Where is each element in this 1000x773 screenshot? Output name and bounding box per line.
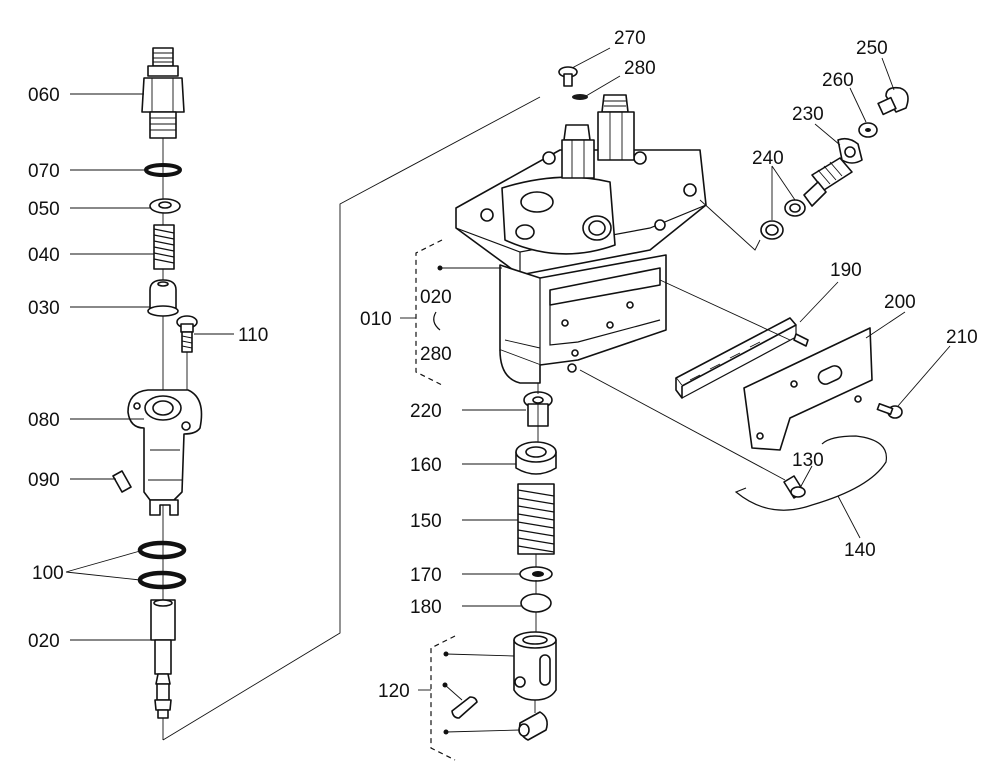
connector-line-screw-130: [579, 369, 786, 481]
label-200: 200: [884, 292, 916, 313]
part-220-plunger-guide: [523, 391, 553, 427]
leader-lines: [65, 47, 951, 691]
label-240: 240: [752, 148, 784, 169]
label-220: 220: [410, 401, 442, 422]
part-250-screw: [877, 86, 909, 116]
part-120-tappet: [451, 631, 557, 741]
label-170: 170: [410, 565, 442, 586]
part-030-delivery-valve: [147, 279, 179, 317]
part-140-wire: [734, 435, 888, 511]
part-100-o-ring-lower: [137, 570, 187, 590]
part-020-plunger: [150, 599, 176, 719]
part-050-gasket: [149, 198, 181, 214]
part-040-spring: [153, 224, 175, 270]
part-060-delivery-valve-holder: [141, 47, 185, 139]
label-280-group: 280: [420, 344, 452, 365]
label-020-group: 020: [420, 287, 452, 308]
label-120: 120: [378, 681, 410, 702]
label-160: 160: [410, 455, 442, 476]
label-150: 150: [410, 511, 442, 532]
part-200-cover-plate: [743, 327, 873, 451]
part-210-screw: [876, 402, 903, 419]
label-030: 030: [28, 298, 60, 319]
label-110: 110: [238, 325, 268, 346]
part-180-shim: [520, 593, 552, 613]
label-070: 070: [28, 161, 60, 182]
label-260: 260: [822, 70, 854, 91]
label-250: 250: [856, 38, 888, 59]
label-020-left: 020: [28, 631, 60, 652]
label-140: 140: [844, 540, 876, 561]
label-180: 180: [410, 597, 442, 618]
part-080-barrel-housing: [127, 389, 203, 516]
label-100: 100: [32, 563, 64, 584]
label-270: 270: [614, 28, 646, 49]
label-080: 080: [28, 410, 60, 431]
label-090: 090: [28, 470, 60, 491]
part-230-banjo-bolt: [803, 137, 863, 207]
part-280-washer-top: [572, 94, 588, 100]
part-270-screw: [558, 66, 578, 87]
part-170-lower-spring-seat: [519, 566, 553, 582]
part-260-washer: [858, 122, 878, 138]
label-190: 190: [830, 260, 862, 281]
part-130-screw: [783, 475, 806, 499]
bracket-120-group: [430, 635, 521, 761]
label-210: 210: [946, 327, 978, 348]
body-delivery-valve-holders: [561, 94, 635, 179]
label-130: 130: [792, 450, 824, 471]
center-axis-lines: [534, 383, 539, 713]
part-190-control-rack: [675, 317, 809, 399]
part-160-spring-seat: [515, 441, 557, 475]
label-230: 230: [792, 104, 824, 125]
label-060: 060: [28, 85, 60, 106]
bracket-010-group: [415, 239, 502, 386]
label-040: 040: [28, 245, 60, 266]
part-240-washers: [760, 199, 806, 240]
connector-line-bolt-to-body: [699, 199, 761, 251]
part-110-screw: [176, 315, 198, 353]
label-280-top: 280: [624, 58, 656, 79]
part-150-plunger-spring: [517, 483, 555, 555]
label-050: 050: [28, 199, 60, 220]
part-010-pump-body: [455, 149, 707, 384]
connector-line-left-to-body: [162, 96, 541, 741]
label-010: 010: [360, 309, 392, 330]
connector-line-rack: [659, 279, 791, 341]
part-090-pin: [112, 470, 132, 493]
part-100-o-ring-upper: [137, 540, 187, 560]
